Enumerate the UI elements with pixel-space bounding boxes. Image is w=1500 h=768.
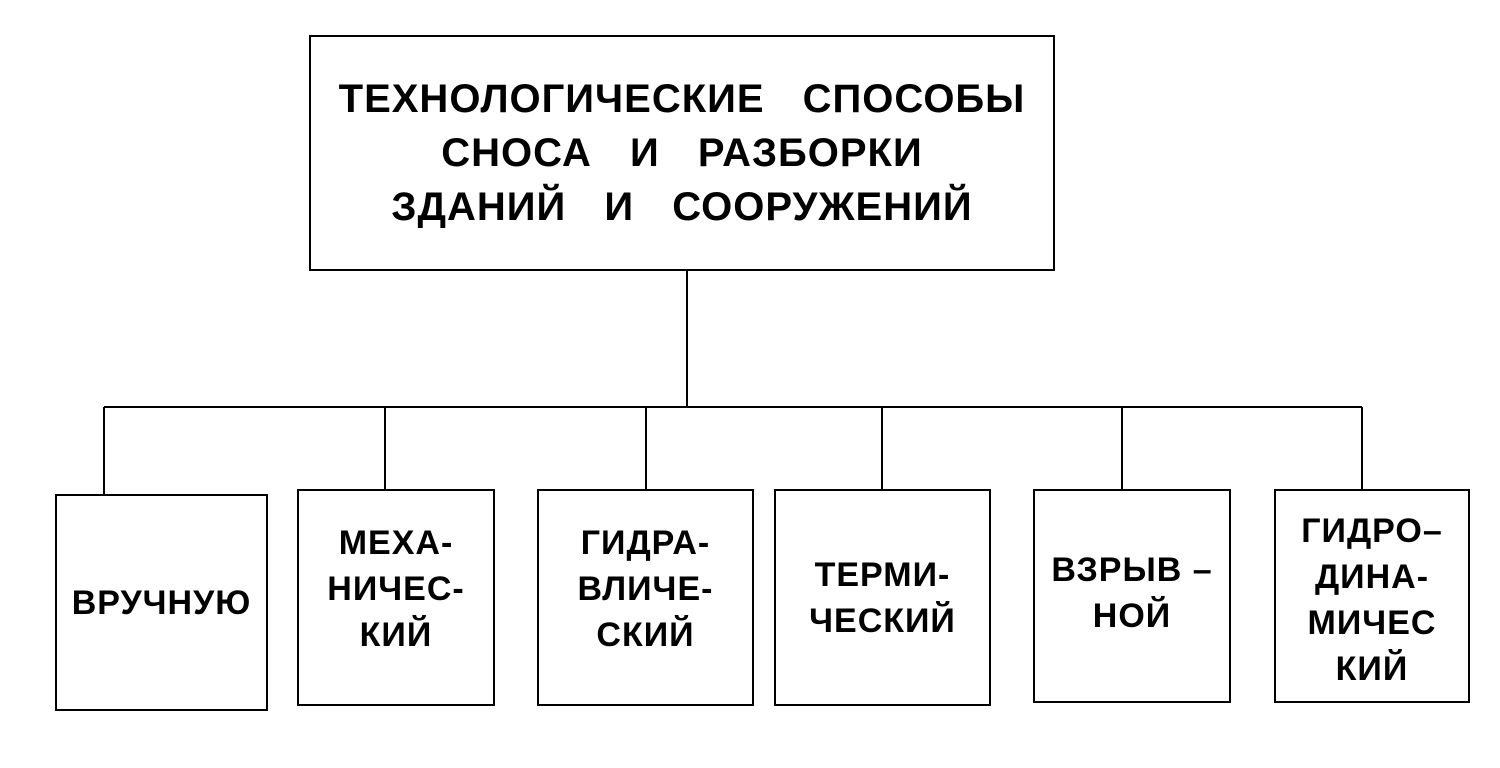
method-label-line: КИЙ — [359, 615, 433, 654]
method-label-line: ВЛИЧЕ- — [577, 569, 714, 608]
method-label-line: ВЗРЫВ – — [1051, 551, 1213, 589]
method-box-mechanical: МЕХА- НИЧЕС- КИЙ — [297, 489, 495, 706]
method-label-line: ДИНА- — [1314, 558, 1430, 596]
method-label-line: НОЙ — [1092, 597, 1172, 635]
method-label-line: ВРУЧНУЮ — [71, 583, 252, 622]
root-title-line-2: СНОСА И РАЗБОРКИ — [441, 131, 923, 175]
method-label-line: СКИЙ — [596, 615, 695, 654]
method-label-line: ГИДРО– — [1301, 512, 1443, 550]
method-label-line: ТЕРМИ- — [814, 555, 951, 594]
method-label-line: МИЧЕС — [1307, 604, 1437, 642]
method-box-hydraulic: ГИДРА- ВЛИЧЕ- СКИЙ — [537, 489, 754, 706]
method-label-line: НИЧЕС- — [327, 569, 465, 608]
method-box-thermal: ТЕРМИ- ЧЕСКИЙ — [774, 489, 991, 706]
root-title-line-1: ТЕХНОЛОГИЧЕСКИЕ СПОСОБЫ — [338, 77, 1026, 121]
method-label-line: МЕХА- — [338, 523, 454, 562]
root-title-line-3: ЗДАНИЙ И СООРУЖЕНИЙ — [391, 185, 973, 229]
method-label-line: ГИДРА- — [580, 523, 711, 562]
method-label-line: КИЙ — [1335, 650, 1409, 688]
method-box-explosive: ВЗРЫВ – НОЙ — [1033, 489, 1231, 703]
root-box: ТЕХНОЛОГИЧЕСКИЕ СПОСОБЫ СНОСА И РАЗБОРКИ… — [309, 35, 1055, 271]
method-box-manual: ВРУЧНУЮ — [55, 494, 268, 711]
method-label-line: ЧЕСКИЙ — [809, 601, 956, 640]
method-box-hydrodynamic: ГИДРО– ДИНА- МИЧЕС КИЙ — [1274, 489, 1470, 703]
